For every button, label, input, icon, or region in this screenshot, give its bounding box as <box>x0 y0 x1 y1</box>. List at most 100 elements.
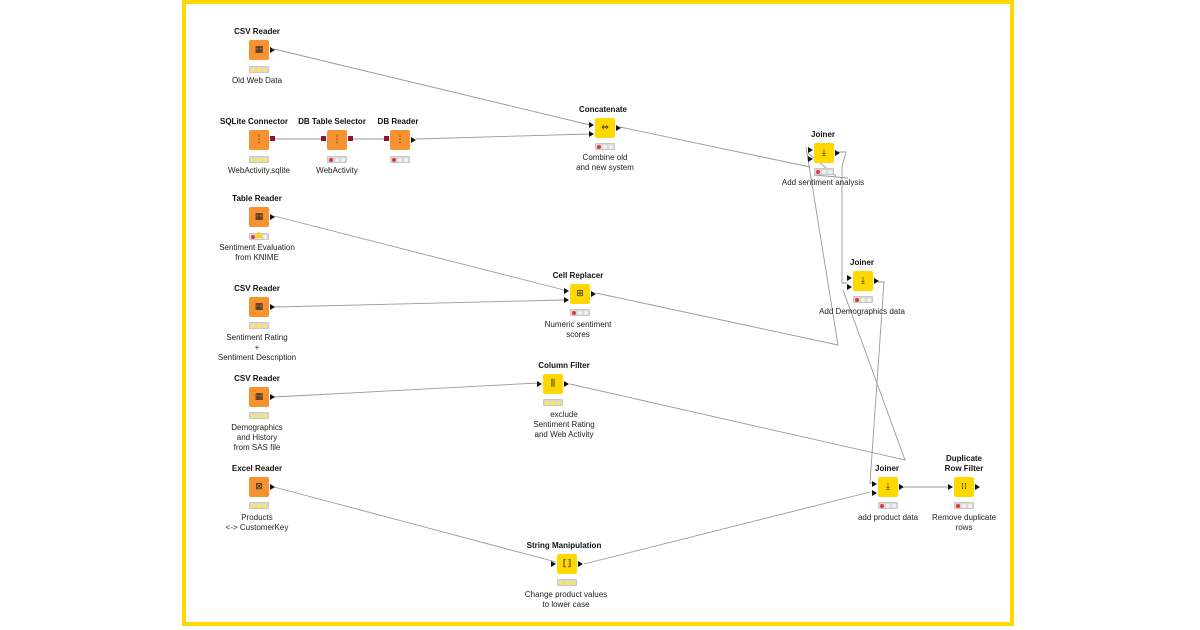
db-output-port[interactable] <box>348 136 353 141</box>
node-label-line-3: from SAS file <box>233 443 281 452</box>
edge-concatenate-joiner1[interactable] <box>619 126 811 168</box>
db-reader-icon[interactable]: ⋮ <box>390 130 410 150</box>
node-title: DB Table Selector <box>298 117 366 126</box>
node-label-line-2: <-> CustomerKey <box>225 523 289 532</box>
table-grid-icon: ▦ <box>254 212 264 222</box>
database-icon: ⋮ <box>254 135 264 145</box>
concatenate-tables-icon: ⇔ <box>601 123 609 133</box>
output-port[interactable] <box>616 125 621 131</box>
database-select-icon: ⋮ <box>332 135 342 145</box>
node-title: SQLite Connector <box>219 117 289 126</box>
table-grid-icon: ▦ <box>254 392 264 402</box>
edge-dbreader-concatenate[interactable] <box>415 133 591 140</box>
node-label-line-2: + <box>254 343 260 352</box>
input-port[interactable] <box>537 381 542 387</box>
edge-stringmanip-joiner3[interactable] <box>583 491 871 565</box>
input-port[interactable] <box>948 484 953 490</box>
input-port-1[interactable] <box>564 288 569 294</box>
node-label: Products <box>241 513 273 522</box>
workflow-frame <box>182 0 1014 626</box>
node-label: Demographics <box>231 423 283 432</box>
node-status-indicator <box>249 156 269 163</box>
joiner-icon[interactable]: ⤓ <box>853 271 873 291</box>
edge-tablereader-cellreplacer[interactable] <box>273 215 565 291</box>
edge-csv3-columnfilter[interactable] <box>273 382 539 398</box>
node-status-indicator <box>557 579 577 586</box>
join-icon: ⤓ <box>886 482 890 492</box>
edge-csv1-concatenate[interactable] <box>273 48 591 126</box>
output-port[interactable] <box>591 291 596 297</box>
input-port[interactable] <box>551 561 556 567</box>
node-label: Old Web Data <box>231 76 283 85</box>
output-port[interactable] <box>411 137 416 143</box>
node-status-indicator <box>543 399 563 406</box>
node-title: DB Reader <box>377 117 419 126</box>
input-port-1[interactable] <box>589 122 594 128</box>
edge-joiner1-joiner2[interactable] <box>838 151 847 284</box>
edge-columnfilter-joiner2[interactable] <box>569 289 906 461</box>
output-port[interactable] <box>270 47 275 53</box>
input-port-1[interactable] <box>808 147 813 153</box>
output-port[interactable] <box>270 394 275 400</box>
csv-reader-icon[interactable]: ▦ <box>249 297 269 317</box>
output-port[interactable] <box>874 278 879 284</box>
output-port[interactable] <box>270 304 275 310</box>
node-status-indicator <box>595 143 615 150</box>
db-output-port[interactable] <box>270 136 275 141</box>
cell-grid-icon: ⊞ <box>576 289 584 299</box>
node-label: Combine old <box>582 153 628 162</box>
input-port-2[interactable] <box>564 297 569 303</box>
output-port[interactable] <box>270 214 275 220</box>
input-port-1[interactable] <box>872 481 877 487</box>
node-label-line-2: and History <box>236 433 278 442</box>
excel-reader-icon[interactable]: ⊠ <box>249 477 269 497</box>
input-port-1[interactable] <box>847 275 852 281</box>
node-title: CSV Reader <box>234 27 280 36</box>
db-table-selector-icon[interactable]: ⋮ <box>327 130 347 150</box>
output-port[interactable] <box>564 381 569 387</box>
node-label: Change product values <box>524 590 608 599</box>
joiner-icon[interactable]: ⤓ <box>878 477 898 497</box>
output-port[interactable] <box>578 561 583 567</box>
column-filter-icon[interactable]: ⫼ <box>543 374 563 394</box>
edge-excel-stringmanip[interactable] <box>273 486 557 563</box>
node-status-indicator <box>249 502 269 509</box>
node-status-indicator <box>878 502 898 509</box>
input-port-2[interactable] <box>589 131 594 137</box>
node-title: Excel Reader <box>231 464 283 473</box>
node-title: Table Reader <box>232 194 282 203</box>
node-label: Add sentiment analysis <box>781 178 865 187</box>
node-status-indicator <box>249 322 269 329</box>
concatenate-icon[interactable]: ⇔ <box>595 118 615 138</box>
node-status-indicator <box>327 156 347 163</box>
edge-joiner1-self-2[interactable] <box>813 174 849 179</box>
node-label: add product data <box>857 513 919 522</box>
table-grid-icon: ▦ <box>254 302 264 312</box>
output-port[interactable] <box>835 150 840 156</box>
node-label: Sentiment Rating <box>226 333 288 342</box>
input-port-2[interactable] <box>847 284 852 290</box>
string-manipulation-icon[interactable]: ⟦⟧ <box>557 554 577 574</box>
input-port-2[interactable] <box>808 156 813 162</box>
csv-reader-icon[interactable]: ▦ <box>249 40 269 60</box>
joiner-icon[interactable]: ⤓ <box>814 143 834 163</box>
node-label-line-2: scores <box>566 330 590 339</box>
node-label: WebActivity <box>316 166 358 175</box>
cell-replacer-icon[interactable]: ⊞ <box>570 284 590 304</box>
csv-reader-icon[interactable]: ▦ <box>249 387 269 407</box>
output-port[interactable] <box>899 484 904 490</box>
node-title: Column Filter <box>538 361 590 370</box>
duplicate-row-filter-icon[interactable]: ⁞⁞ <box>954 477 974 497</box>
sqlite-connector-icon[interactable]: ⋮ <box>249 130 269 150</box>
db-input-port[interactable] <box>321 136 326 141</box>
node-title: Cell Replacer <box>552 271 604 280</box>
edge-csv2-cellreplacer[interactable] <box>273 299 565 308</box>
output-port[interactable] <box>270 484 275 490</box>
edge-cellreplacer-joiner1[interactable] <box>595 146 839 346</box>
input-port-2[interactable] <box>872 490 877 496</box>
output-port[interactable] <box>975 484 980 490</box>
db-input-port[interactable] <box>384 136 389 141</box>
table-reader-icon[interactable]: ▦ <box>249 207 269 227</box>
